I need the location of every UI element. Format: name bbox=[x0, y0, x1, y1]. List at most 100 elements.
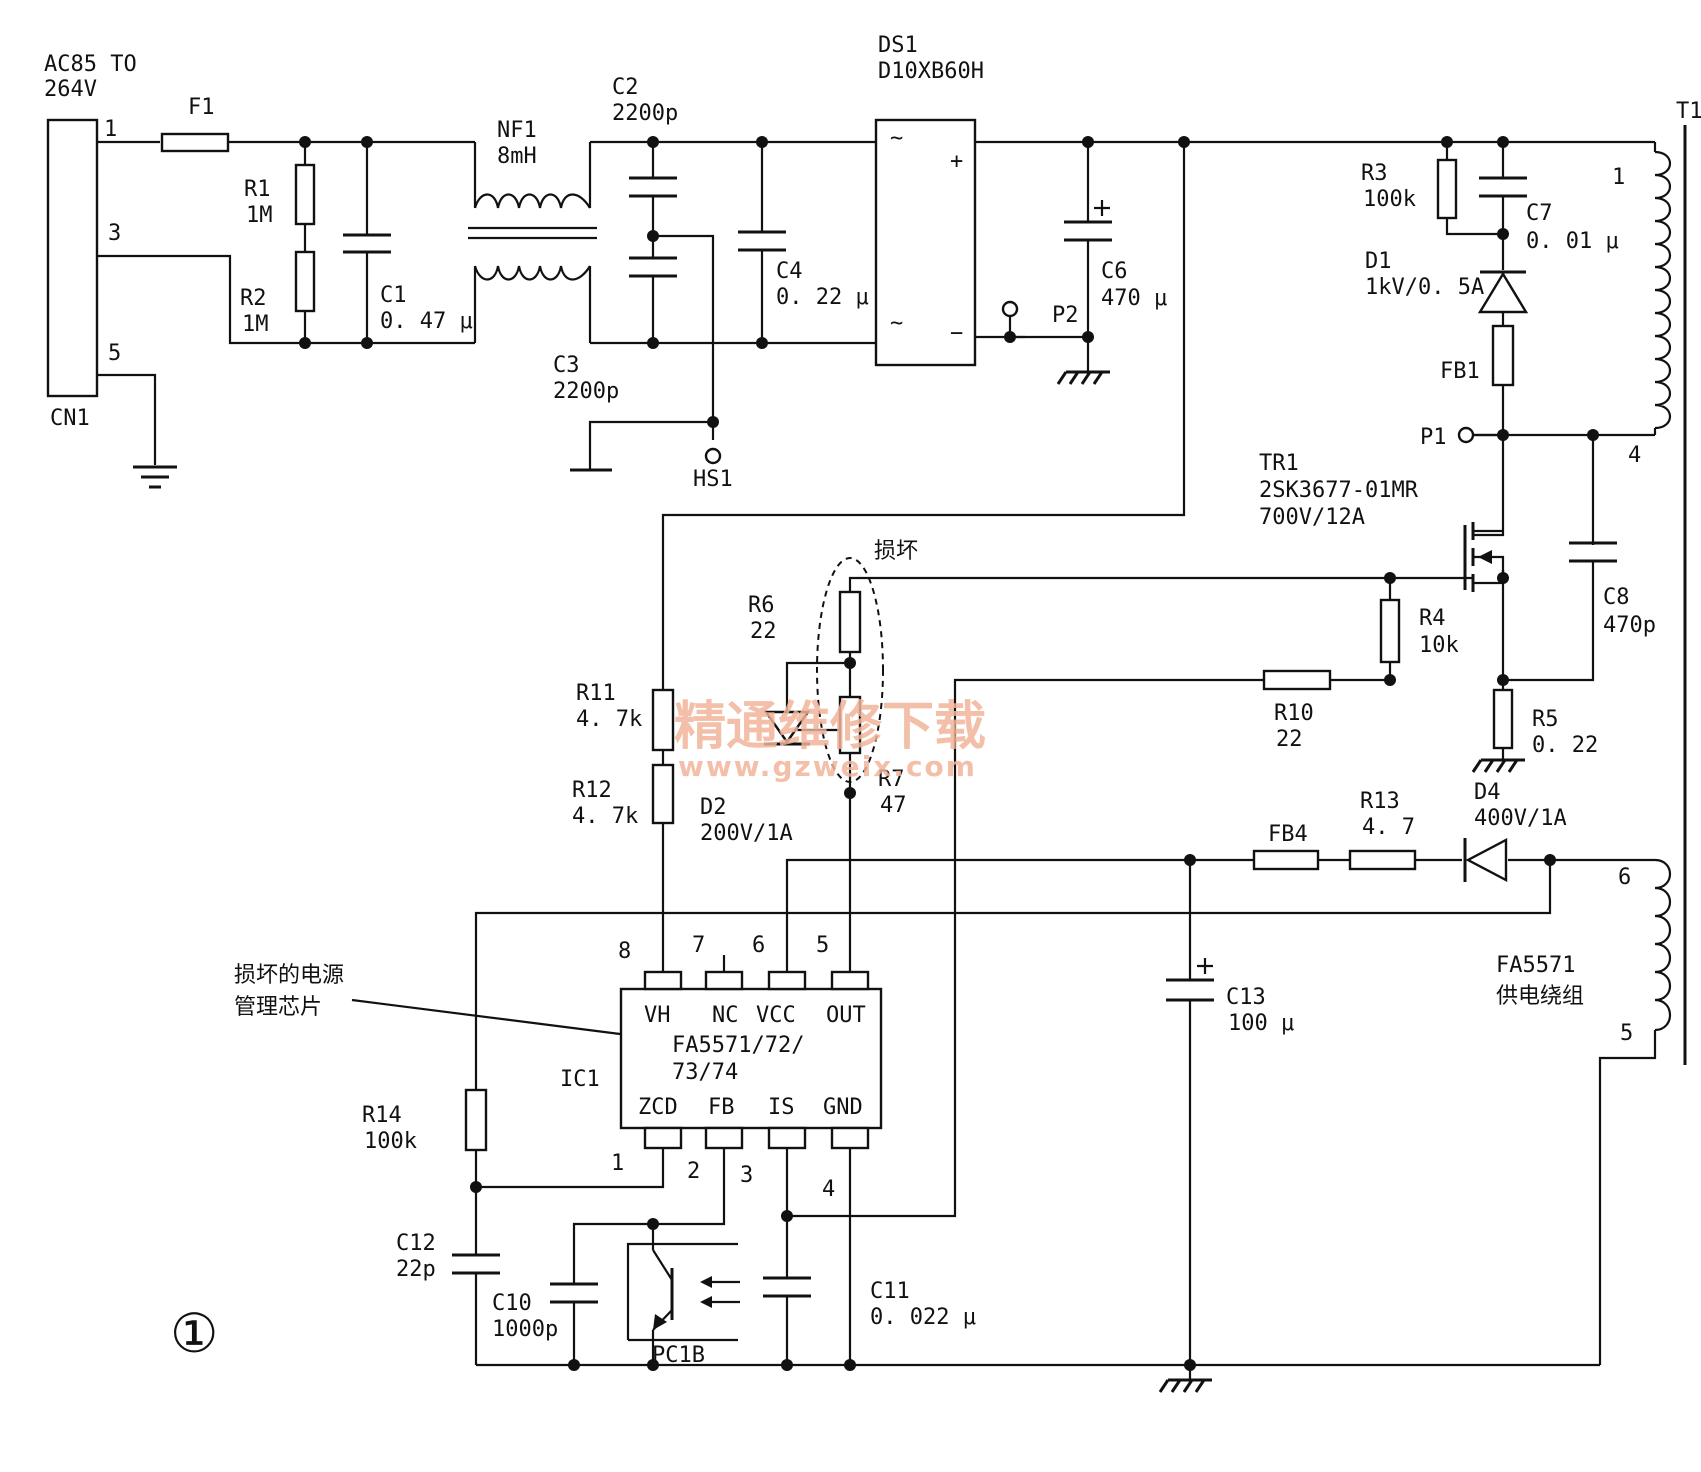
winding-label: 供电绕组 bbox=[1496, 984, 1584, 1009]
ic1-part: FA5571/72/ bbox=[672, 1033, 804, 1058]
r7-resistor bbox=[838, 695, 862, 755]
r14-label: R14 bbox=[362, 1103, 402, 1128]
r12-value: 4. 7k bbox=[572, 804, 638, 829]
d1-value: 1kV/0. 5A bbox=[1365, 275, 1484, 300]
c10-label: C10 bbox=[492, 1291, 532, 1316]
c1-label: C1 bbox=[380, 283, 407, 308]
c11-capacitor bbox=[763, 1276, 811, 1298]
p1-label: P1 bbox=[1420, 425, 1447, 450]
ds1-ac-mark: ~ bbox=[890, 126, 903, 151]
c13-value: 100 μ bbox=[1228, 1011, 1294, 1036]
cn1-pin-label: 1 bbox=[104, 117, 117, 142]
ic1-pin-name: OUT bbox=[826, 1003, 866, 1028]
ic-note: 损坏的电源 bbox=[234, 963, 344, 988]
c2-capacitor bbox=[629, 176, 677, 198]
ic1-pin-number: 6 bbox=[752, 933, 765, 958]
c4-label: C4 bbox=[776, 259, 803, 284]
c2-value: 2200p bbox=[612, 101, 678, 126]
ic1-pin-name: IS bbox=[768, 1095, 795, 1120]
r4-resistor bbox=[1379, 598, 1401, 664]
ds1-label: DS1 bbox=[878, 33, 918, 58]
watermark: 精通维修下载 bbox=[674, 697, 986, 757]
tr1-label: TR1 bbox=[1259, 451, 1299, 476]
ic1-pin-number: 8 bbox=[618, 939, 631, 964]
d2-label: D2 bbox=[700, 795, 727, 820]
t1-pin-label: 1 bbox=[1612, 165, 1625, 190]
nf1-value: 8mH bbox=[497, 144, 537, 169]
watermark: www.gzweix.com bbox=[678, 750, 977, 783]
d4-diode bbox=[1463, 838, 1508, 882]
p1-terminal bbox=[1457, 426, 1475, 444]
ic1-pin-number: 4 bbox=[822, 1177, 835, 1202]
fb1-label: FB1 bbox=[1440, 359, 1480, 384]
r1-value: 1M bbox=[246, 203, 273, 228]
c4-capacitor bbox=[738, 230, 786, 252]
junction-dots bbox=[299, 136, 1599, 1371]
ic1-pin-number: 2 bbox=[687, 1159, 700, 1184]
ic1-pin-name: NC bbox=[712, 1003, 739, 1028]
ds1-plus: + bbox=[950, 149, 963, 174]
fb4-label: FB4 bbox=[1268, 822, 1308, 847]
c13-label: C13 bbox=[1226, 985, 1266, 1010]
t1-label: T1 bbox=[1676, 99, 1701, 124]
c2-label: C2 bbox=[612, 75, 639, 100]
r14-resistor bbox=[464, 1088, 488, 1152]
fb1-bead bbox=[1491, 324, 1515, 387]
ic1-pin-number: 1 bbox=[611, 1151, 624, 1176]
ic1-pin-name: VCC bbox=[756, 1003, 796, 1028]
cn1-pin-label: 5 bbox=[108, 341, 121, 366]
d2-diode bbox=[763, 710, 811, 746]
r1-resistor bbox=[294, 163, 316, 226]
r2-label: R2 bbox=[240, 286, 267, 311]
ground-symbol bbox=[133, 465, 177, 489]
ic1-pin-number: 7 bbox=[692, 933, 705, 958]
tr1-part: 2SK3677-01MR bbox=[1259, 478, 1419, 503]
damaged-label: 损坏 bbox=[874, 539, 918, 564]
c3-capacitor bbox=[629, 256, 677, 278]
r5-resistor bbox=[1492, 688, 1514, 750]
r13-value: 4. 7 bbox=[1362, 815, 1415, 840]
c1-value: 0. 47 μ bbox=[380, 309, 473, 334]
r13-label: R13 bbox=[1360, 789, 1400, 814]
ic1-part: 73/74 bbox=[672, 1060, 738, 1085]
r10-label: R10 bbox=[1274, 701, 1314, 726]
cn1-pin-label: 3 bbox=[108, 221, 121, 246]
ground-symbol bbox=[1158, 1378, 1212, 1393]
ic1-pin-name: GND bbox=[823, 1095, 863, 1120]
r4-label: R4 bbox=[1419, 606, 1446, 631]
ground-symbol bbox=[1471, 758, 1525, 773]
ic1-pin-number: 5 bbox=[816, 933, 829, 958]
winding-label: FA5571 bbox=[1496, 953, 1575, 978]
wires bbox=[97, 140, 1657, 1380]
nf1-label: NF1 bbox=[497, 118, 537, 143]
ic1-pin-name: VH bbox=[644, 1003, 671, 1028]
r12-label: R12 bbox=[572, 778, 612, 803]
c11-label: C11 bbox=[870, 1279, 910, 1304]
r10-resistor bbox=[1262, 669, 1332, 691]
r3-label: R3 bbox=[1361, 161, 1388, 186]
r3-resistor bbox=[1436, 158, 1458, 220]
ic-note: 管理芯片 bbox=[234, 995, 322, 1020]
ds1-bridge bbox=[874, 118, 977, 367]
t1-pin-label: 5 bbox=[1620, 1021, 1633, 1046]
tr1-mosfet bbox=[1463, 522, 1505, 592]
r6-value: 22 bbox=[750, 619, 777, 644]
r6-label: R6 bbox=[748, 593, 775, 618]
ic1-chip bbox=[619, 970, 883, 1150]
r5-value: 0. 22 bbox=[1532, 733, 1598, 758]
r5-label: R5 bbox=[1532, 707, 1559, 732]
d4-label: D4 bbox=[1474, 780, 1501, 805]
r7-label: R7 bbox=[878, 767, 905, 792]
ds1-ac-mark: ~ bbox=[890, 311, 903, 336]
c7-capacitor bbox=[1479, 176, 1527, 198]
c10-capacitor bbox=[550, 1282, 598, 1304]
r1-label: R1 bbox=[244, 177, 271, 202]
d1-label: D1 bbox=[1365, 249, 1392, 274]
c11-value: 0. 022 μ bbox=[870, 1305, 976, 1330]
c8-label: C8 bbox=[1603, 585, 1630, 610]
c4-value: 0. 22 μ bbox=[776, 285, 869, 310]
input-voltage-label: 264V bbox=[44, 77, 97, 102]
c8-value: 470p bbox=[1603, 613, 1656, 638]
t1-pin-label: 4 bbox=[1628, 443, 1641, 468]
hs1-label: HS1 bbox=[693, 467, 733, 492]
